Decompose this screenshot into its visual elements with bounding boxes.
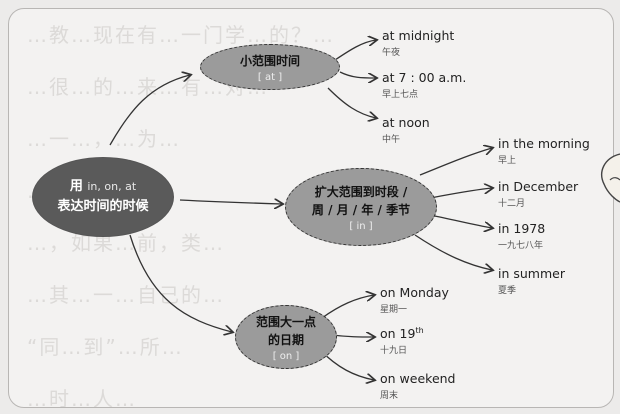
arrow-center-to-in	[179, 200, 282, 204]
node-at: 小范围时间 [ at ]	[200, 44, 340, 90]
leaf-at-7am: at 7 : 00 a.m. 早上七点	[382, 70, 467, 100]
leaf-on-weekend: on weekend 周末	[380, 371, 456, 401]
leaf-on-19th: on 19th 十九日	[380, 326, 424, 357]
arrow-in-summer	[414, 234, 492, 270]
arrow-on-monday	[321, 295, 374, 319]
arrow-in-morning	[419, 148, 492, 176]
leaf-in-december: in December 十二月	[498, 179, 579, 209]
center-line-2: 表达时间的时候	[57, 199, 149, 214]
arrow-in-1978	[429, 214, 492, 228]
arrow-at-noon	[327, 87, 376, 118]
leaf-at-midnight: at midnight 午夜	[382, 28, 455, 58]
leaf-in-summer: in summer 夏季	[498, 266, 565, 296]
arrow-at-midnight	[334, 40, 376, 61]
cartoon-doodle-icon	[601, 153, 620, 203]
leaf-in-morning: in the morning 早上	[498, 136, 590, 166]
arrow-on-19th	[331, 335, 374, 337]
leaf-at-noon: at noon 中午	[382, 115, 430, 145]
arrow-center-to-at	[109, 75, 190, 146]
leaf-in-1978: in 1978 一九七八年	[498, 221, 546, 251]
center-line-1: 用 in, on, at	[69, 179, 137, 194]
node-in: 扩大范围到时段 / 周 / 月 / 年 / 季节 [ in ]	[285, 168, 437, 246]
node-on: 范围大一点 的日期 [ on ]	[235, 305, 337, 369]
center-node: 用 in, on, at 表达时间的时候	[32, 157, 174, 237]
arrow-center-to-on	[129, 234, 232, 332]
arrow-at-7am	[339, 71, 376, 78]
leaf-on-monday: on Monday 星期一	[380, 285, 449, 315]
arrow-in-december	[429, 188, 492, 199]
